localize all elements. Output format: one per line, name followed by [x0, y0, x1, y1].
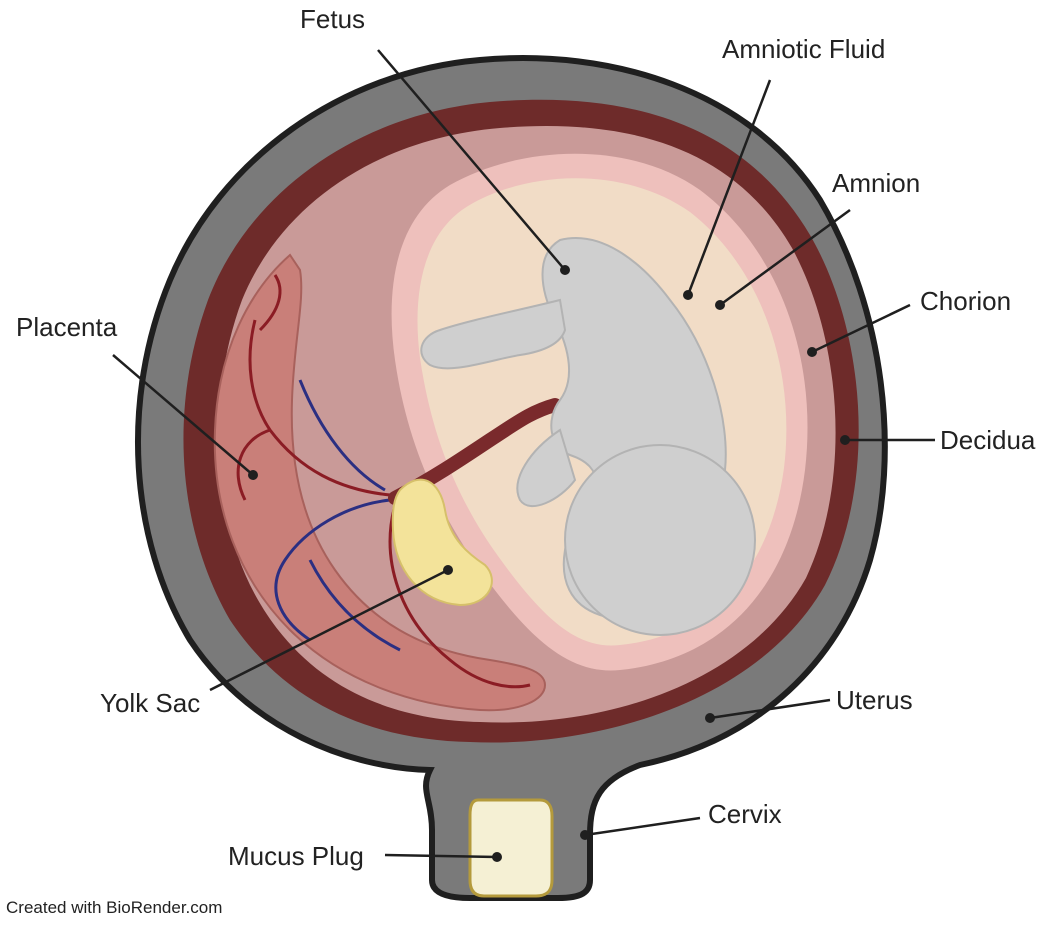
label-yolk-sac: Yolk Sac	[100, 688, 201, 718]
credit-text: Created with BioRender.com	[6, 898, 223, 917]
yolk-sac	[391, 478, 493, 607]
label-placenta: Placenta	[16, 312, 118, 342]
mucus-plug	[468, 798, 554, 898]
label-cervix: Cervix	[708, 799, 782, 829]
label-chorion: Chorion	[920, 286, 1012, 316]
label-mucus-plug: Mucus Plug	[228, 841, 364, 871]
fetus	[420, 237, 756, 636]
label-amniotic-fluid: Amniotic Fluid	[722, 34, 886, 64]
label-fetus: Fetus	[300, 4, 366, 34]
label-decidua: Decidua	[940, 425, 1036, 455]
label-amnion: Amnion	[832, 168, 921, 198]
leader-dots	[248, 265, 850, 862]
leader-lines	[112, 49, 935, 859]
placental-vessels	[236, 274, 531, 689]
label-uterus: Uterus	[836, 685, 913, 715]
